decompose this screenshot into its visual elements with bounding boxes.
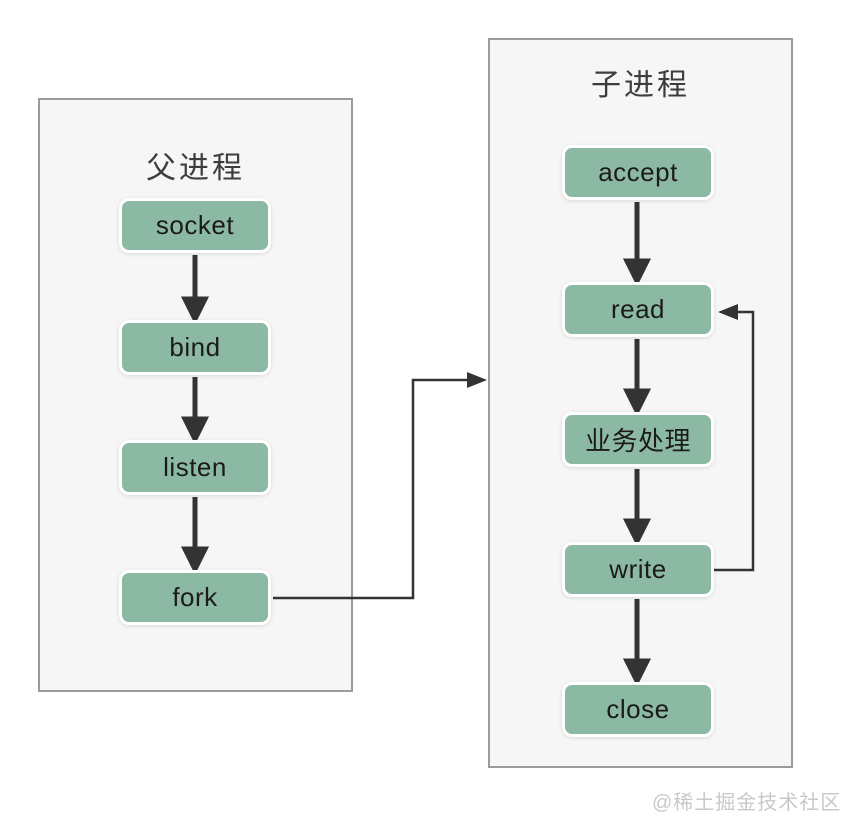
parent-process-title: 父进程 — [146, 152, 245, 185]
node-listen: listen — [119, 440, 271, 495]
node-bind: bind — [119, 320, 271, 375]
arrowhead-fork-to-child — [467, 372, 487, 388]
node-socket: socket — [119, 198, 271, 253]
node-close: close — [562, 682, 714, 737]
node-accept: accept — [562, 145, 714, 200]
child-process-title: 子进程 — [591, 69, 690, 102]
node-read: read — [562, 282, 714, 337]
watermark: @稀土掘金技术社区 — [652, 792, 842, 814]
node-fork: fork — [119, 570, 271, 625]
node-business-processing: 业务处理 — [562, 412, 714, 467]
node-write: write — [562, 542, 714, 597]
